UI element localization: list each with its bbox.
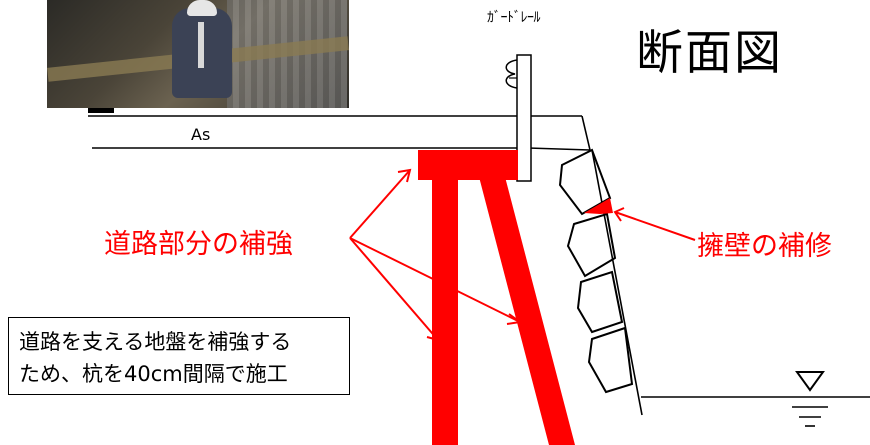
retaining-wall	[558, 148, 643, 416]
construction-site-photo	[47, 0, 349, 108]
water-level-icon	[795, 371, 825, 392]
road-reinforcement-label: 道路部分の補強	[104, 229, 293, 260]
wall-repair-patch	[584, 198, 613, 214]
note-line-2: ため、杭を40cm間隔で施工	[19, 362, 288, 386]
reinforcement-piles	[418, 150, 575, 445]
guardrail-label: ｶﾞｰﾄﾞﾚｰﾙ	[487, 10, 541, 26]
wall-repair-label: 擁壁の補修	[697, 231, 832, 262]
callout-arrows	[349, 168, 696, 342]
explanation-note: 道路を支える地盤を補強する ため、杭を40cm間隔で施工	[8, 317, 350, 395]
note-line-1: 道路を支える地盤を補強する	[19, 330, 292, 354]
asphalt-label: As	[191, 125, 211, 144]
water-level	[641, 371, 870, 427]
road-surface	[88, 108, 591, 151]
diagram-title: 断面図	[636, 26, 783, 81]
guardrail	[505, 54, 532, 182]
